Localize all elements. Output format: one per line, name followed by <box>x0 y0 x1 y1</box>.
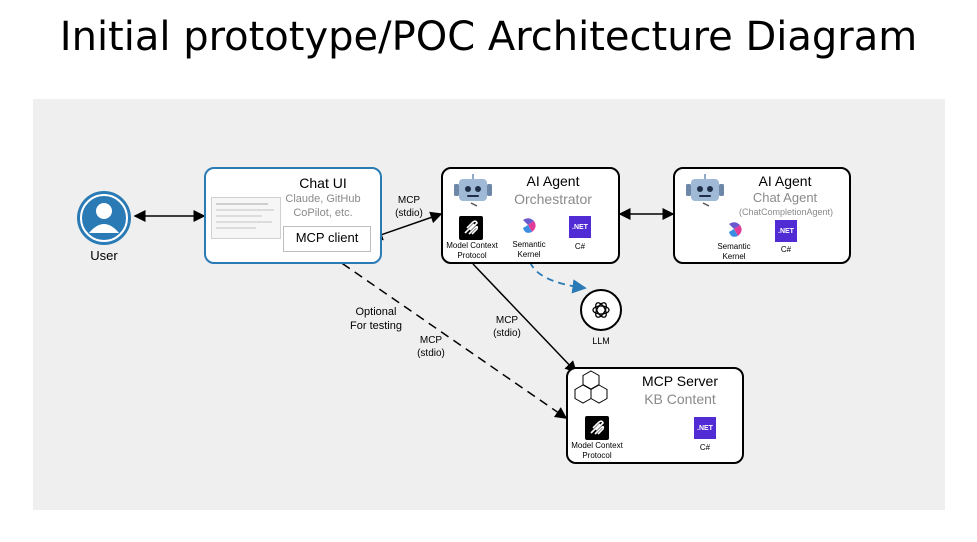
chat-ui-thumbnail <box>211 197 281 239</box>
edge-label-optional: Optional <box>355 306 397 318</box>
chat-agent-detail: (ChatCompletionAgent) <box>738 207 834 217</box>
user-label: User <box>90 248 118 263</box>
edge-label-stdio-2: (stdio) <box>493 328 521 339</box>
edge-label-for-testing: For testing <box>350 320 402 332</box>
chat-agent-subtitle: Chat Agent <box>752 190 818 205</box>
orch-mcp-label-1: Model Context <box>446 241 498 250</box>
mcp-server-subtitle: KB Content <box>644 391 716 407</box>
mcp-client-label: MCP client <box>295 230 359 245</box>
robot-icon <box>451 172 495 213</box>
orchestrator-box <box>441 167 620 264</box>
client-server-connector <box>329 254 568 419</box>
orchestrator-subtitle: Orchestrator <box>514 191 592 207</box>
robot-icon <box>683 172 727 213</box>
mcp-server-title: MCP Server <box>642 373 718 389</box>
page-title: Initial prototype/POC Architecture Diagr… <box>59 14 918 60</box>
orchestrator-title: AI Agent <box>526 173 580 189</box>
orch-csharp-label: C# <box>574 242 586 251</box>
edge-label-stdio-1: (stdio) <box>395 208 423 219</box>
edge-label-mcp-2: MCP <box>495 315 519 326</box>
semantic-kernel-icon <box>519 216 539 236</box>
server-mcp-label-2: Protocol <box>582 451 612 460</box>
dotnet-icon: .NET <box>569 216 591 238</box>
chat-agent-title: AI Agent <box>758 173 812 189</box>
chat-ui-subtitle-1: Claude, GitHub <box>285 193 361 205</box>
chat-ui-title: Chat UI <box>299 175 347 191</box>
openai-icon <box>580 289 622 331</box>
semantic-kernel-icon <box>725 220 745 240</box>
dotnet-icon: .NET <box>694 417 716 439</box>
chat-agent-sk-label-1: Semantic <box>717 242 751 251</box>
orchestrator-llm-connector <box>529 261 587 294</box>
chatui-orchestrator-connector <box>370 211 443 241</box>
orch-mcp-label-2: Protocol <box>457 251 487 260</box>
dotnet-icon: .NET <box>775 220 797 242</box>
hexagon-cluster-icon <box>570 370 612 415</box>
edge-label-stdio-3: (stdio) <box>417 348 445 359</box>
chat-agent-csharp-label: C# <box>780 245 792 254</box>
chat-ui-subtitle-2: CoPilot, etc. <box>293 207 353 219</box>
edge-label-mcp-3: MCP <box>419 335 443 346</box>
orch-sk-label-2: Kernel <box>517 250 541 259</box>
orchestrator-server-connector <box>472 263 578 374</box>
edge-label-mcp-1: MCP <box>397 195 421 206</box>
chat-agent-sk-label-2: Kernel <box>722 252 746 261</box>
mcp-logo-icon <box>459 216 483 240</box>
mcp-logo-icon <box>585 416 609 440</box>
server-mcp-label-1: Model Context <box>571 441 623 450</box>
server-csharp-label: C# <box>699 443 711 452</box>
user-icon <box>75 189 133 252</box>
mcp-client-box <box>283 226 371 252</box>
llm-label: LLM <box>592 336 610 346</box>
orch-sk-label-1: Semantic <box>512 240 546 249</box>
